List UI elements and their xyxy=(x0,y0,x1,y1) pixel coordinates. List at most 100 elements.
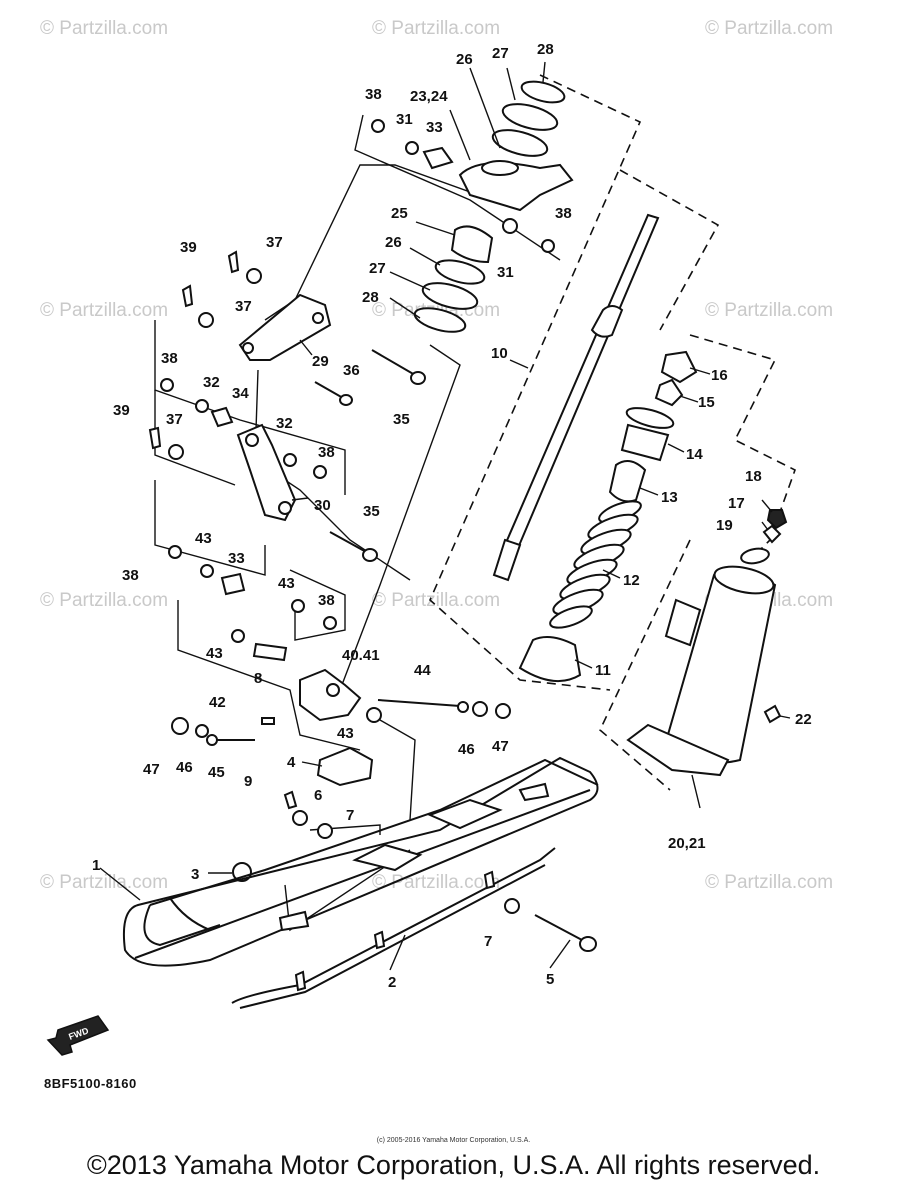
callout-37: 37 xyxy=(235,298,252,315)
callout-47: 47 xyxy=(143,761,160,778)
washer xyxy=(313,465,327,479)
watermark: © Partzilla.com xyxy=(705,300,834,321)
upper-bracket xyxy=(458,80,574,212)
diagram-code: 8BF5100-8160 xyxy=(44,1076,137,1091)
collar xyxy=(210,406,234,428)
washer xyxy=(504,898,520,914)
bracket-line xyxy=(339,344,461,691)
watermark: © Partzilla.com xyxy=(40,18,169,39)
bracket-line xyxy=(177,600,361,751)
washer xyxy=(371,119,385,133)
callout-26: 26 xyxy=(456,51,473,68)
washer xyxy=(283,453,297,467)
upper-link-arm xyxy=(238,293,332,361)
bolt xyxy=(206,734,255,746)
small-copyright: (c) 2005-2016 Yamaha Motor Corporation, … xyxy=(376,1137,531,1144)
callout-29: 29 xyxy=(312,353,329,370)
callout-37: 37 xyxy=(166,411,183,428)
spindle-block xyxy=(299,668,362,722)
washer xyxy=(160,378,174,392)
callout-43: 43 xyxy=(278,575,295,592)
bracket-line xyxy=(284,849,411,932)
bracket-line xyxy=(154,480,266,576)
bolt xyxy=(534,914,597,952)
watermark: © Partzilla.com xyxy=(40,872,169,893)
callout-31: 31 xyxy=(396,111,413,128)
callout-47: 47 xyxy=(492,738,509,755)
callout-43: 43 xyxy=(206,645,223,662)
wear-bar xyxy=(231,847,556,1009)
cap xyxy=(660,350,698,384)
callout-43: 43 xyxy=(195,530,212,547)
callout-18: 18 xyxy=(745,468,762,485)
washer xyxy=(541,239,555,253)
damper xyxy=(316,746,374,787)
callout-38: 38 xyxy=(555,205,572,222)
grease-nipple xyxy=(227,250,240,274)
grease-nipple xyxy=(148,426,162,450)
callout-42: 42 xyxy=(209,694,226,711)
callout-26: 26 xyxy=(385,234,402,251)
callout-38: 38 xyxy=(318,592,335,609)
dashed-boundary xyxy=(599,539,691,791)
spring xyxy=(549,500,642,629)
callout-28: 28 xyxy=(362,289,379,306)
washer xyxy=(502,218,518,234)
watermark: © Partzilla.com xyxy=(705,872,834,893)
nut xyxy=(762,509,788,544)
callout-9: 9 xyxy=(244,773,252,790)
callouts: 1 2 3 4 5 6 7 7 8 9 10 11 12 13 14 15 16… xyxy=(92,41,812,991)
nut xyxy=(171,717,189,735)
callout-1: 1 xyxy=(92,857,100,874)
callout-46: 46 xyxy=(176,759,193,776)
pin xyxy=(261,717,275,725)
bolt xyxy=(329,531,378,562)
stopper xyxy=(608,460,647,503)
washer xyxy=(405,141,419,155)
dashed-boundary xyxy=(619,169,720,331)
bracket-washers xyxy=(413,225,494,333)
callout-20-21: 20,21 xyxy=(668,835,706,852)
watermark: © Partzilla.com xyxy=(372,18,501,39)
grease-nipple xyxy=(181,284,194,308)
callout-39: 39 xyxy=(113,402,130,419)
callout-4: 4 xyxy=(287,754,296,771)
washer xyxy=(740,547,770,565)
bracket-line xyxy=(309,824,381,835)
callout-35: 35 xyxy=(393,411,410,428)
callout-11: 11 xyxy=(595,662,611,679)
watermark: © Partzilla.com xyxy=(372,590,501,611)
bracket-line xyxy=(379,719,416,821)
washer xyxy=(472,701,488,717)
callout-28: 28 xyxy=(537,41,554,58)
washer xyxy=(168,545,182,559)
callout-15: 15 xyxy=(698,394,715,411)
callout-2: 2 xyxy=(388,974,396,991)
ski xyxy=(122,756,599,967)
washer xyxy=(231,629,245,643)
callout-27: 27 xyxy=(369,260,386,277)
callout-27: 27 xyxy=(492,45,509,62)
bracket-line xyxy=(154,320,346,495)
callout-35: 35 xyxy=(363,503,380,520)
nut xyxy=(198,312,214,328)
callout-44: 44 xyxy=(414,662,431,679)
callout-33: 33 xyxy=(228,550,245,567)
callout-37: 37 xyxy=(266,234,283,251)
washer xyxy=(200,564,214,578)
nut xyxy=(246,268,262,284)
dashed-boundary xyxy=(689,334,796,556)
callout-13: 13 xyxy=(661,489,678,506)
callout-33: 33 xyxy=(426,119,443,136)
collar xyxy=(220,572,246,596)
callout-12: 12 xyxy=(623,572,640,589)
bump-rubber xyxy=(620,407,675,462)
bolt xyxy=(314,381,353,406)
copyright-notice: ©2013 Yamaha Motor Corporation, U.S.A. A… xyxy=(86,1150,821,1180)
watermark: © Partzilla.com xyxy=(705,18,834,39)
watermark: © Partzilla.com xyxy=(40,300,169,321)
callout-43: 43 xyxy=(337,725,354,742)
washer xyxy=(292,810,308,826)
